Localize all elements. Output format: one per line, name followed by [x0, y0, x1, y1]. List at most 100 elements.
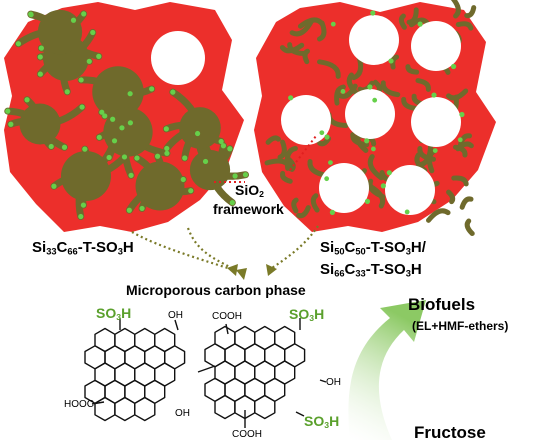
- carbon-branch: [455, 21, 474, 31]
- carbon-phase-arrows: [131, 225, 319, 274]
- carbon-branch: [367, 178, 386, 200]
- biofuels-detail-label: (EL+HMF-ethers): [412, 319, 509, 333]
- cooh-group-bottom: COOH: [232, 429, 262, 440]
- acid-site: [372, 97, 378, 103]
- substituent-bond: [174, 319, 179, 331]
- carbon-branch: [350, 132, 370, 148]
- right-hexagonal-cluster: [254, 0, 496, 237]
- acid-site: [232, 173, 238, 179]
- sio2-label: SiO2: [235, 182, 264, 200]
- acid-site: [96, 53, 102, 59]
- carbon-branch: [334, 84, 346, 106]
- oh-group-3: OH: [175, 408, 190, 419]
- acid-site: [431, 92, 437, 98]
- acid-site: [110, 116, 116, 122]
- acid-site: [194, 130, 201, 137]
- acid-site: [227, 146, 233, 152]
- carbon-branch: [367, 154, 384, 181]
- carbon-branch: [296, 205, 311, 219]
- acid-site: [367, 84, 373, 90]
- carbon-branch: [446, 88, 469, 101]
- carbon-branch: [455, 141, 474, 152]
- acid-site: [149, 86, 155, 92]
- acid-site: [38, 45, 44, 51]
- acid-site: [288, 95, 294, 101]
- arrowhead-3: [266, 264, 277, 276]
- acid-site: [37, 54, 43, 60]
- arrow-from-right: [271, 225, 319, 269]
- acid-site: [139, 205, 145, 212]
- carbon-branch: [297, 17, 325, 29]
- mesopore: [281, 95, 331, 145]
- acid-site: [128, 172, 134, 178]
- acid-site: [126, 207, 132, 213]
- carbon-branch: [264, 158, 293, 172]
- carbon-molecule-structure: [84, 318, 327, 428]
- carbon-pore: [60, 150, 112, 202]
- oh-group-1: OH: [168, 310, 183, 321]
- acid-site: [432, 148, 438, 153]
- carbon-branch: [446, 189, 456, 205]
- so3h-group-top-left: SO3H: [96, 305, 132, 323]
- carbon-pore: [19, 103, 61, 145]
- carbon-branch: [459, 196, 474, 210]
- fructose-label: Fructose: [414, 423, 486, 442]
- mesopore: [411, 21, 461, 71]
- carbon-branch: [464, 218, 475, 237]
- acid-site: [218, 138, 224, 145]
- acid-site: [134, 155, 140, 161]
- mesopore: [349, 15, 399, 65]
- acid-site: [8, 121, 14, 127]
- sio2-pointer-right: [289, 135, 317, 171]
- acid-site: [5, 108, 11, 114]
- acid-site: [220, 143, 227, 149]
- biaryl-bond: [197, 365, 216, 373]
- acid-site: [324, 134, 330, 140]
- acid-site: [64, 89, 70, 95]
- carbon-branch: [317, 59, 341, 79]
- acid-site: [340, 89, 346, 94]
- acid-site: [96, 134, 102, 140]
- acid-site: [188, 188, 194, 194]
- carbon-pore: [103, 107, 153, 157]
- left-acid-sites: [5, 11, 249, 220]
- carbon-branch: [279, 42, 305, 54]
- acid-site: [99, 109, 105, 115]
- acid-site: [127, 91, 133, 97]
- acid-site: [106, 154, 112, 161]
- arrowhead-1: [227, 264, 238, 276]
- acid-site: [417, 21, 423, 27]
- left-mesopore: [151, 31, 205, 85]
- acid-site: [61, 144, 68, 150]
- carbon-branch: [401, 96, 419, 112]
- mesopore: [411, 97, 461, 147]
- mesopore: [345, 89, 395, 139]
- acid-site: [90, 29, 96, 36]
- hooc-group: HOOC: [64, 399, 94, 410]
- acid-site: [319, 130, 325, 136]
- left-hexagonal-cluster: [4, 2, 250, 232]
- carbon-pore: [179, 107, 221, 149]
- carbon-branch: [317, 136, 332, 147]
- carbon-branch: [464, 5, 477, 19]
- acid-site: [119, 125, 125, 131]
- carbon-pore: [189, 149, 231, 191]
- mesopore: [385, 165, 435, 215]
- framework-label: framework: [213, 201, 284, 217]
- acid-site: [48, 143, 54, 150]
- acid-site: [28, 11, 34, 17]
- acid-site: [164, 150, 170, 156]
- carbon-pore: [92, 66, 144, 118]
- carbon-pore: [37, 9, 83, 55]
- carbon-branch: [406, 7, 419, 25]
- acid-site: [155, 153, 161, 159]
- acid-site: [182, 155, 188, 161]
- acid-site: [79, 104, 85, 110]
- acid-site: [370, 10, 376, 16]
- carbon-phase-arrowheads: [227, 264, 277, 280]
- mesopore: [319, 163, 369, 213]
- acid-site: [170, 89, 176, 95]
- carbon-branch: [336, 83, 358, 99]
- acid-site: [121, 154, 128, 160]
